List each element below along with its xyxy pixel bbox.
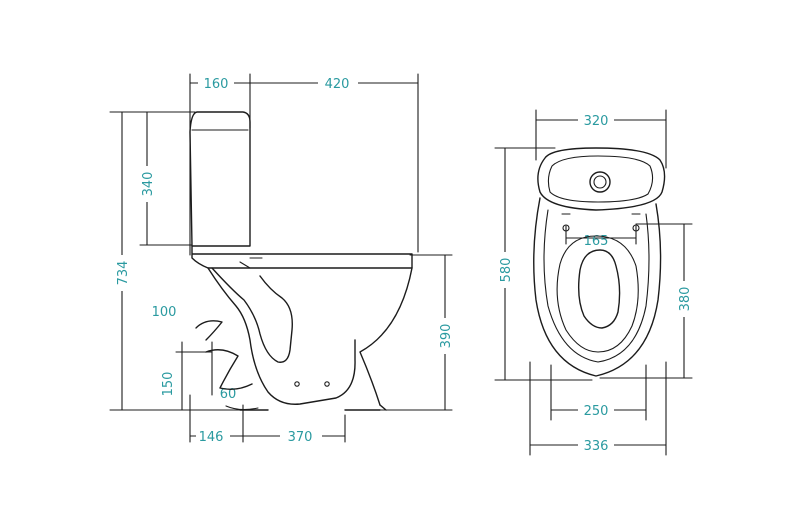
- total-height-label: 734: [116, 261, 131, 286]
- bowl-height-label: 390: [439, 324, 454, 349]
- top-width-dimension: [535, 109, 667, 169]
- length-label: 580: [499, 258, 514, 283]
- tank-width-top-label: 320: [584, 114, 609, 129]
- side-right-dimensions: [379, 254, 453, 411]
- seat-width-label: 250: [584, 404, 609, 419]
- side-bottom-dimensions: [189, 394, 346, 445]
- tank-width-label: 160: [204, 77, 229, 92]
- bowl-outline: [191, 245, 413, 411]
- side-top-dimensions: [189, 73, 419, 256]
- rear-width-label: 146: [199, 430, 224, 445]
- total-width-label: 336: [584, 439, 609, 454]
- outlet-offset-label: 100: [152, 305, 177, 320]
- bowl-width-label: 420: [325, 77, 350, 92]
- tank-top-outline: [537, 147, 666, 211]
- hinge-spacing-label: 165: [584, 234, 609, 249]
- outlet-pipe-label: 60: [220, 387, 237, 402]
- seat-outline: [533, 197, 662, 377]
- hinge-spacing-dimension: [565, 225, 637, 245]
- cistern-outline: [189, 111, 251, 247]
- top-view: 320 580 380 165: [494, 109, 693, 456]
- flush-button-icon: [589, 171, 611, 193]
- total-width-dimension: [529, 361, 667, 456]
- outlet-height-label: 150: [161, 372, 176, 397]
- side-left-dimensions: [109, 111, 241, 411]
- tank-height-label: 340: [141, 172, 156, 197]
- hinge-marks: [561, 213, 641, 232]
- length-dimension: [494, 147, 593, 381]
- seat-width-dimension: [550, 364, 647, 421]
- base-width-label: 370: [288, 430, 313, 445]
- seat-length-label: 380: [678, 287, 693, 312]
- side-view: 160 420 734 340 100 150 60: [109, 73, 454, 445]
